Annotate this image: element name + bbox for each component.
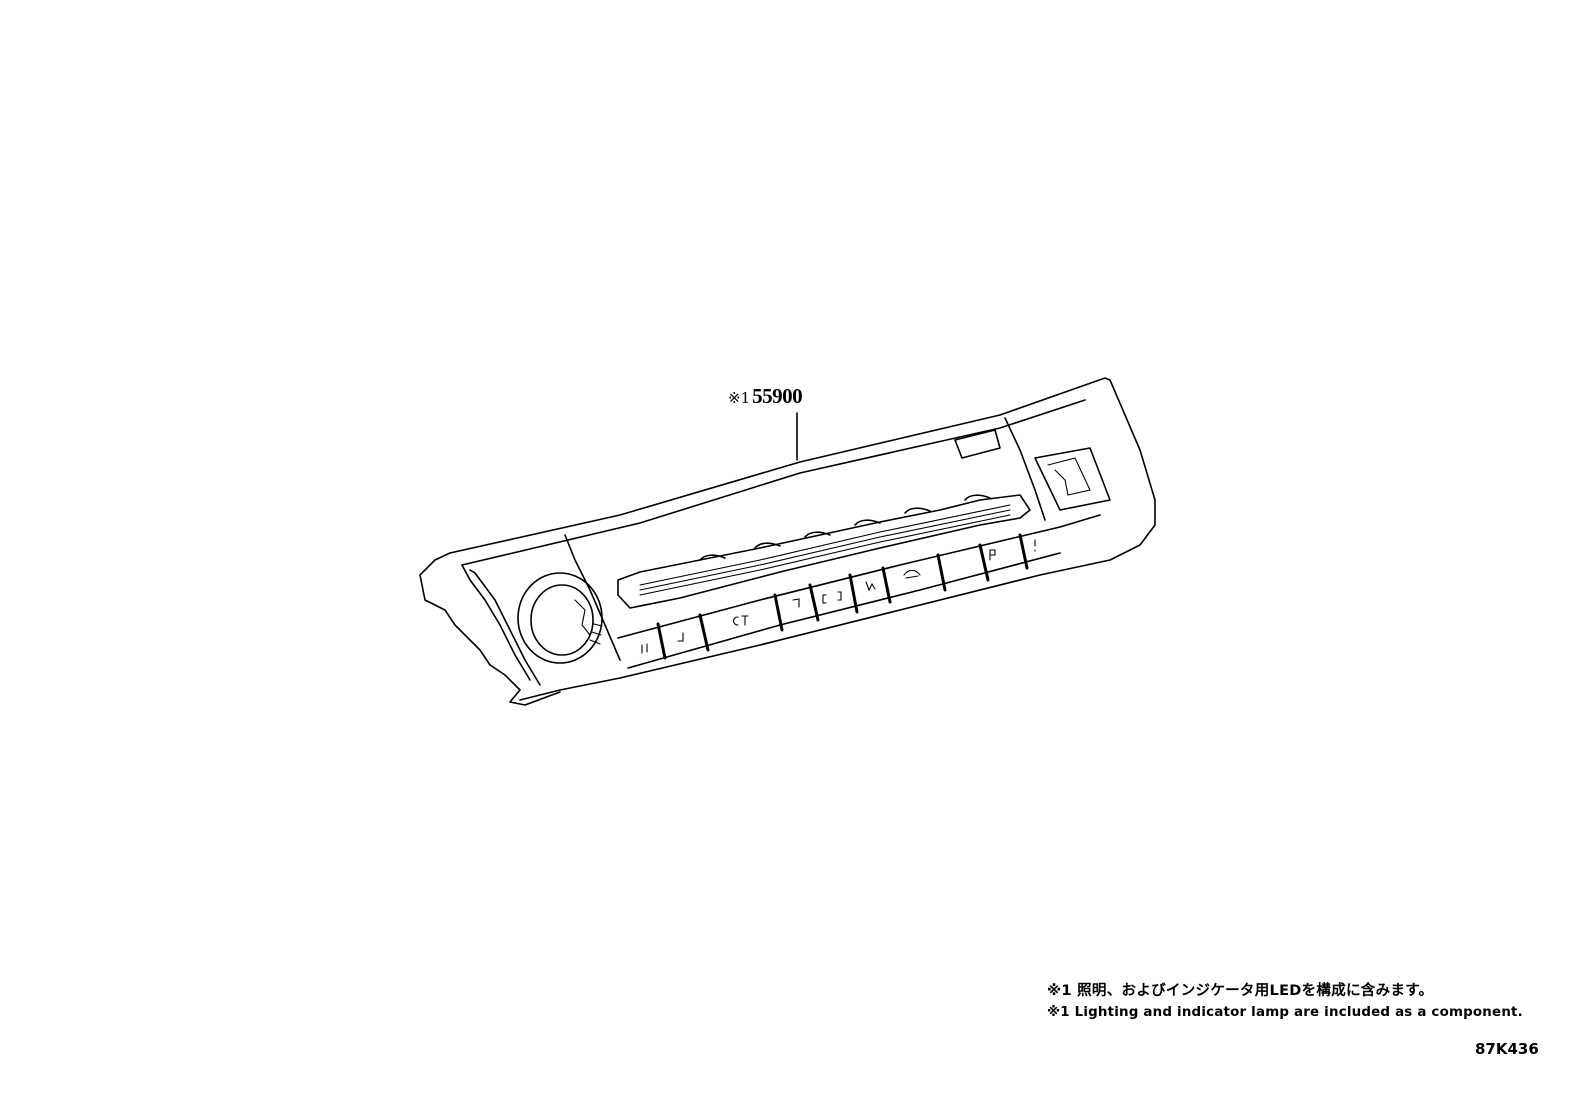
knob-ring xyxy=(517,572,603,664)
button-glyphs xyxy=(641,539,1036,654)
note-reference-mark: ※1 xyxy=(728,389,751,407)
part-callout: ※1 55900 xyxy=(728,384,803,409)
button-separators xyxy=(656,533,1029,660)
footnote-japanese: ※1 照明、およびインジケータ用LEDを構成に含みます。 xyxy=(1047,983,1434,999)
slider-bar xyxy=(617,494,1031,609)
part-number-label: 55900 xyxy=(752,384,803,408)
display-window xyxy=(954,429,1001,459)
illustration-code: 87K436 xyxy=(1475,1040,1539,1058)
footnotes: ※1 照明、およびインジケータ用LEDを構成に含みます。 ※1 Lighting… xyxy=(1047,980,1523,1024)
panel-outline xyxy=(449,377,1156,701)
footnote-english: ※1 Lighting and indicator lamp are inclu… xyxy=(1047,1005,1523,1020)
right-recess xyxy=(1034,447,1111,511)
